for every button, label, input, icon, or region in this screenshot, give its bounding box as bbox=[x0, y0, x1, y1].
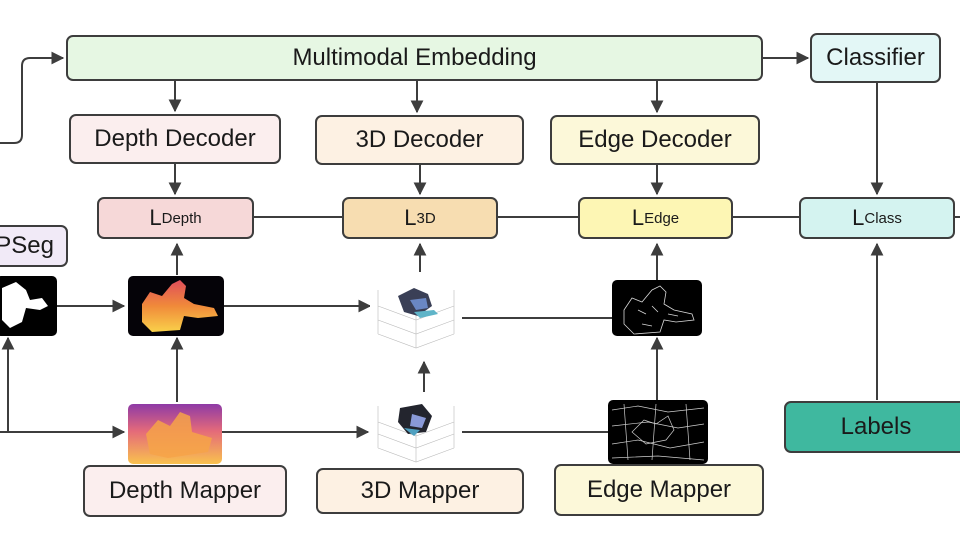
class-loss-subscript: Class bbox=[864, 209, 902, 227]
depth-decoder-label: Depth Decoder bbox=[94, 125, 256, 152]
depth-mapper-label: Depth Mapper bbox=[108, 477, 262, 504]
input-to-embedding-arrow bbox=[0, 51, 65, 144]
labels-box: Labels bbox=[784, 401, 960, 453]
edge-decoder-box: Edge Decoder bbox=[550, 115, 760, 165]
multimodal-embedding-box: Multimodal Embedding bbox=[66, 35, 763, 81]
classifier-box: Classifier bbox=[810, 33, 941, 83]
class-loss-symbol: L bbox=[852, 205, 865, 230]
edge-loss-subscript: Edge bbox=[644, 209, 680, 227]
depth-decoder-box: Depth Decoder bbox=[69, 114, 281, 164]
depth-map-image bbox=[128, 276, 224, 336]
classifier-label: Classifier bbox=[826, 44, 925, 71]
multimodal-embedding-label: Multimodal Embedding bbox=[292, 44, 537, 71]
3d-mapper-box: 3D Mapper bbox=[316, 468, 524, 514]
depth-loss-symbol: L bbox=[149, 205, 162, 230]
segmentation-box: PSeg bbox=[0, 225, 68, 267]
depth-mapper-box: Depth Mapper bbox=[83, 465, 287, 517]
labels-label: Labels bbox=[840, 413, 912, 440]
3d-decoder-label: 3D Decoder bbox=[355, 126, 484, 153]
3d-loss-symbol: L bbox=[404, 205, 417, 230]
edge-mapper-image bbox=[608, 400, 708, 464]
segmentation-label: PSeg bbox=[0, 232, 54, 259]
edge-mapper-box: Edge Mapper bbox=[554, 464, 764, 516]
edge-decoder-label: Edge Decoder bbox=[578, 126, 732, 153]
3d-point-cloud-plot bbox=[370, 276, 462, 356]
3d-mapper-label: 3D Mapper bbox=[360, 477, 480, 504]
edge-mapper-label: Edge Mapper bbox=[586, 476, 732, 503]
3d-loss-subscript: 3D bbox=[416, 209, 436, 227]
depth-loss-subscript: Depth bbox=[161, 209, 202, 227]
depth-mapper-image bbox=[128, 404, 222, 464]
segmentation-mask-image bbox=[0, 276, 57, 336]
3d-mapper-plot bbox=[370, 394, 462, 470]
3d-decoder-box: 3D Decoder bbox=[315, 115, 524, 165]
edge-map-image bbox=[612, 280, 702, 336]
edge-loss-symbol: L bbox=[631, 205, 645, 230]
